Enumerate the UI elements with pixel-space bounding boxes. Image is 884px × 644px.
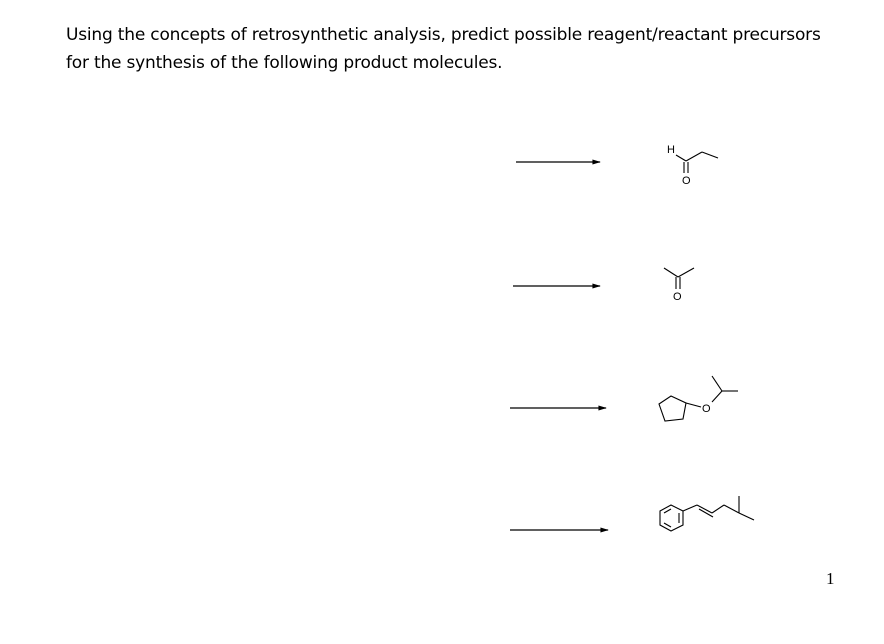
oxygen-atom-label: O: [682, 175, 691, 187]
oxygen-atom-label: O: [673, 291, 682, 303]
product-propanal-structure: [675, 151, 719, 173]
oxygen-atom-label: O: [702, 403, 711, 415]
product-ether-structure: [658, 375, 738, 422]
product-alkene-structure: [659, 496, 755, 532]
hydrogen-atom-label: H: [667, 144, 675, 156]
page-number: 1: [826, 569, 835, 588]
question-instructions: Using the concepts of retrosynthetic ana…: [66, 25, 821, 73]
product-acetone-structure: [663, 267, 695, 289]
